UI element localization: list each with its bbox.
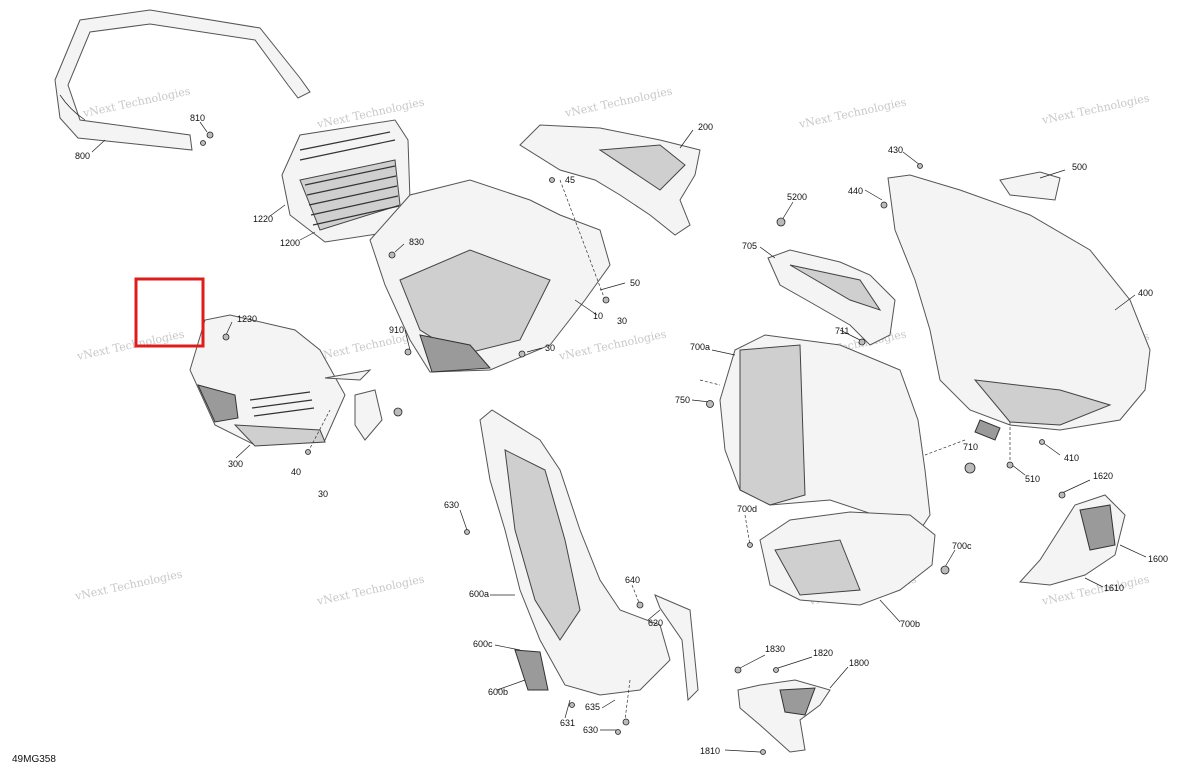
callout-430[interactable]: 430	[888, 145, 903, 155]
watermark: vNext Technologies	[797, 95, 908, 131]
callout-40[interactable]: 40	[291, 467, 301, 477]
callout-620[interactable]: 620	[648, 618, 663, 628]
callout-1600[interactable]: 1600	[1148, 554, 1168, 564]
callout-510[interactable]: 510	[1025, 474, 1040, 484]
callout-30[interactable]: 30	[318, 489, 328, 499]
callout-500[interactable]: 500	[1072, 162, 1087, 172]
callout-750[interactable]: 750	[675, 395, 690, 405]
part-705-duct[interactable]	[767, 249, 896, 346]
part-600a-side-liner[interactable]	[479, 409, 699, 702]
part-800-handle-bar[interactable]	[54, 9, 311, 151]
callout-711[interactable]: 711	[835, 326, 849, 336]
watermark: vNext Technologies	[557, 327, 668, 363]
callout-640[interactable]: 640	[625, 575, 640, 585]
highlight-selection-box[interactable]	[134, 277, 205, 348]
part-700a-inner-panel[interactable]	[699, 334, 931, 531]
callout-700a[interactable]: 700a	[690, 342, 710, 352]
callout-810[interactable]: 810	[190, 113, 205, 123]
callout-630[interactable]: 630	[444, 500, 459, 510]
callout-710[interactable]: 710	[963, 442, 978, 452]
callout-50[interactable]: 50	[630, 278, 640, 288]
callout-300[interactable]: 300	[228, 459, 243, 469]
callout-700d[interactable]: 700d	[737, 504, 757, 514]
callout-400[interactable]: 400	[1138, 288, 1153, 298]
callout-200[interactable]: 200	[698, 122, 713, 132]
watermark: vNext Technologies	[81, 84, 192, 120]
callout-45[interactable]: 45	[565, 175, 575, 185]
callout-1610[interactable]: 1610	[1104, 583, 1124, 593]
watermark: vNext Technologies	[1040, 91, 1151, 127]
callout-600c[interactable]: 600c	[473, 639, 493, 649]
watermark: vNext Technologies	[563, 84, 674, 120]
leader-lines	[91, 121, 1147, 753]
fasteners	[200, 131, 1066, 755]
part-10-storage-bin[interactable]	[369, 179, 611, 373]
callout-1810[interactable]: 1810	[700, 746, 720, 756]
part-1200-grille[interactable]	[281, 119, 411, 243]
diagram-id: 49MG358	[12, 754, 56, 765]
part-400-right-fender[interactable]	[887, 171, 1151, 441]
callout-1820[interactable]: 1820	[813, 648, 833, 658]
callout-910[interactable]: 910	[389, 325, 404, 335]
callout-631[interactable]: 631	[560, 718, 575, 728]
callout-1220[interactable]: 1220	[253, 214, 273, 224]
callout-600b[interactable]: 600b	[488, 687, 508, 697]
watermark: vNext Technologies	[73, 567, 184, 603]
callout-5200[interactable]: 5200	[787, 192, 807, 202]
callout-440[interactable]: 440	[848, 186, 863, 196]
callout-830[interactable]: 830	[409, 237, 424, 247]
part-200-console[interactable]	[519, 124, 701, 236]
callout-600a[interactable]: 600a	[469, 589, 489, 599]
callout-1800[interactable]: 1800	[849, 658, 869, 668]
callout-700c[interactable]: 700c	[952, 541, 972, 551]
watermark: vNext Technologies	[315, 572, 426, 608]
callout-30[interactable]: 30	[617, 316, 627, 326]
callout-705[interactable]: 705	[742, 241, 757, 251]
callout-1230[interactable]: 1230	[237, 314, 257, 324]
callout-700b[interactable]: 700b	[900, 619, 920, 629]
callout-410[interactable]: 410	[1064, 453, 1079, 463]
part-300-side-vent[interactable]	[189, 314, 383, 447]
callout-630[interactable]: 630	[583, 725, 598, 735]
part-1800-lower-bracket[interactable]	[737, 679, 831, 753]
callout-635[interactable]: 635	[585, 702, 600, 712]
part-700b-lower-pan[interactable]	[759, 511, 936, 606]
callout-800[interactable]: 800	[75, 151, 90, 161]
callout-1620[interactable]: 1620	[1093, 471, 1113, 481]
callout-1830[interactable]: 1830	[765, 644, 785, 654]
part-1600-bracket[interactable]	[1018, 494, 1126, 586]
callout-30[interactable]: 30	[545, 343, 555, 353]
callout-labels: 800 810 1220 1200 830 45 200 50 10 30 91…	[75, 113, 1168, 756]
callout-1200[interactable]: 1200	[280, 238, 300, 248]
callout-10[interactable]: 10	[593, 311, 603, 321]
